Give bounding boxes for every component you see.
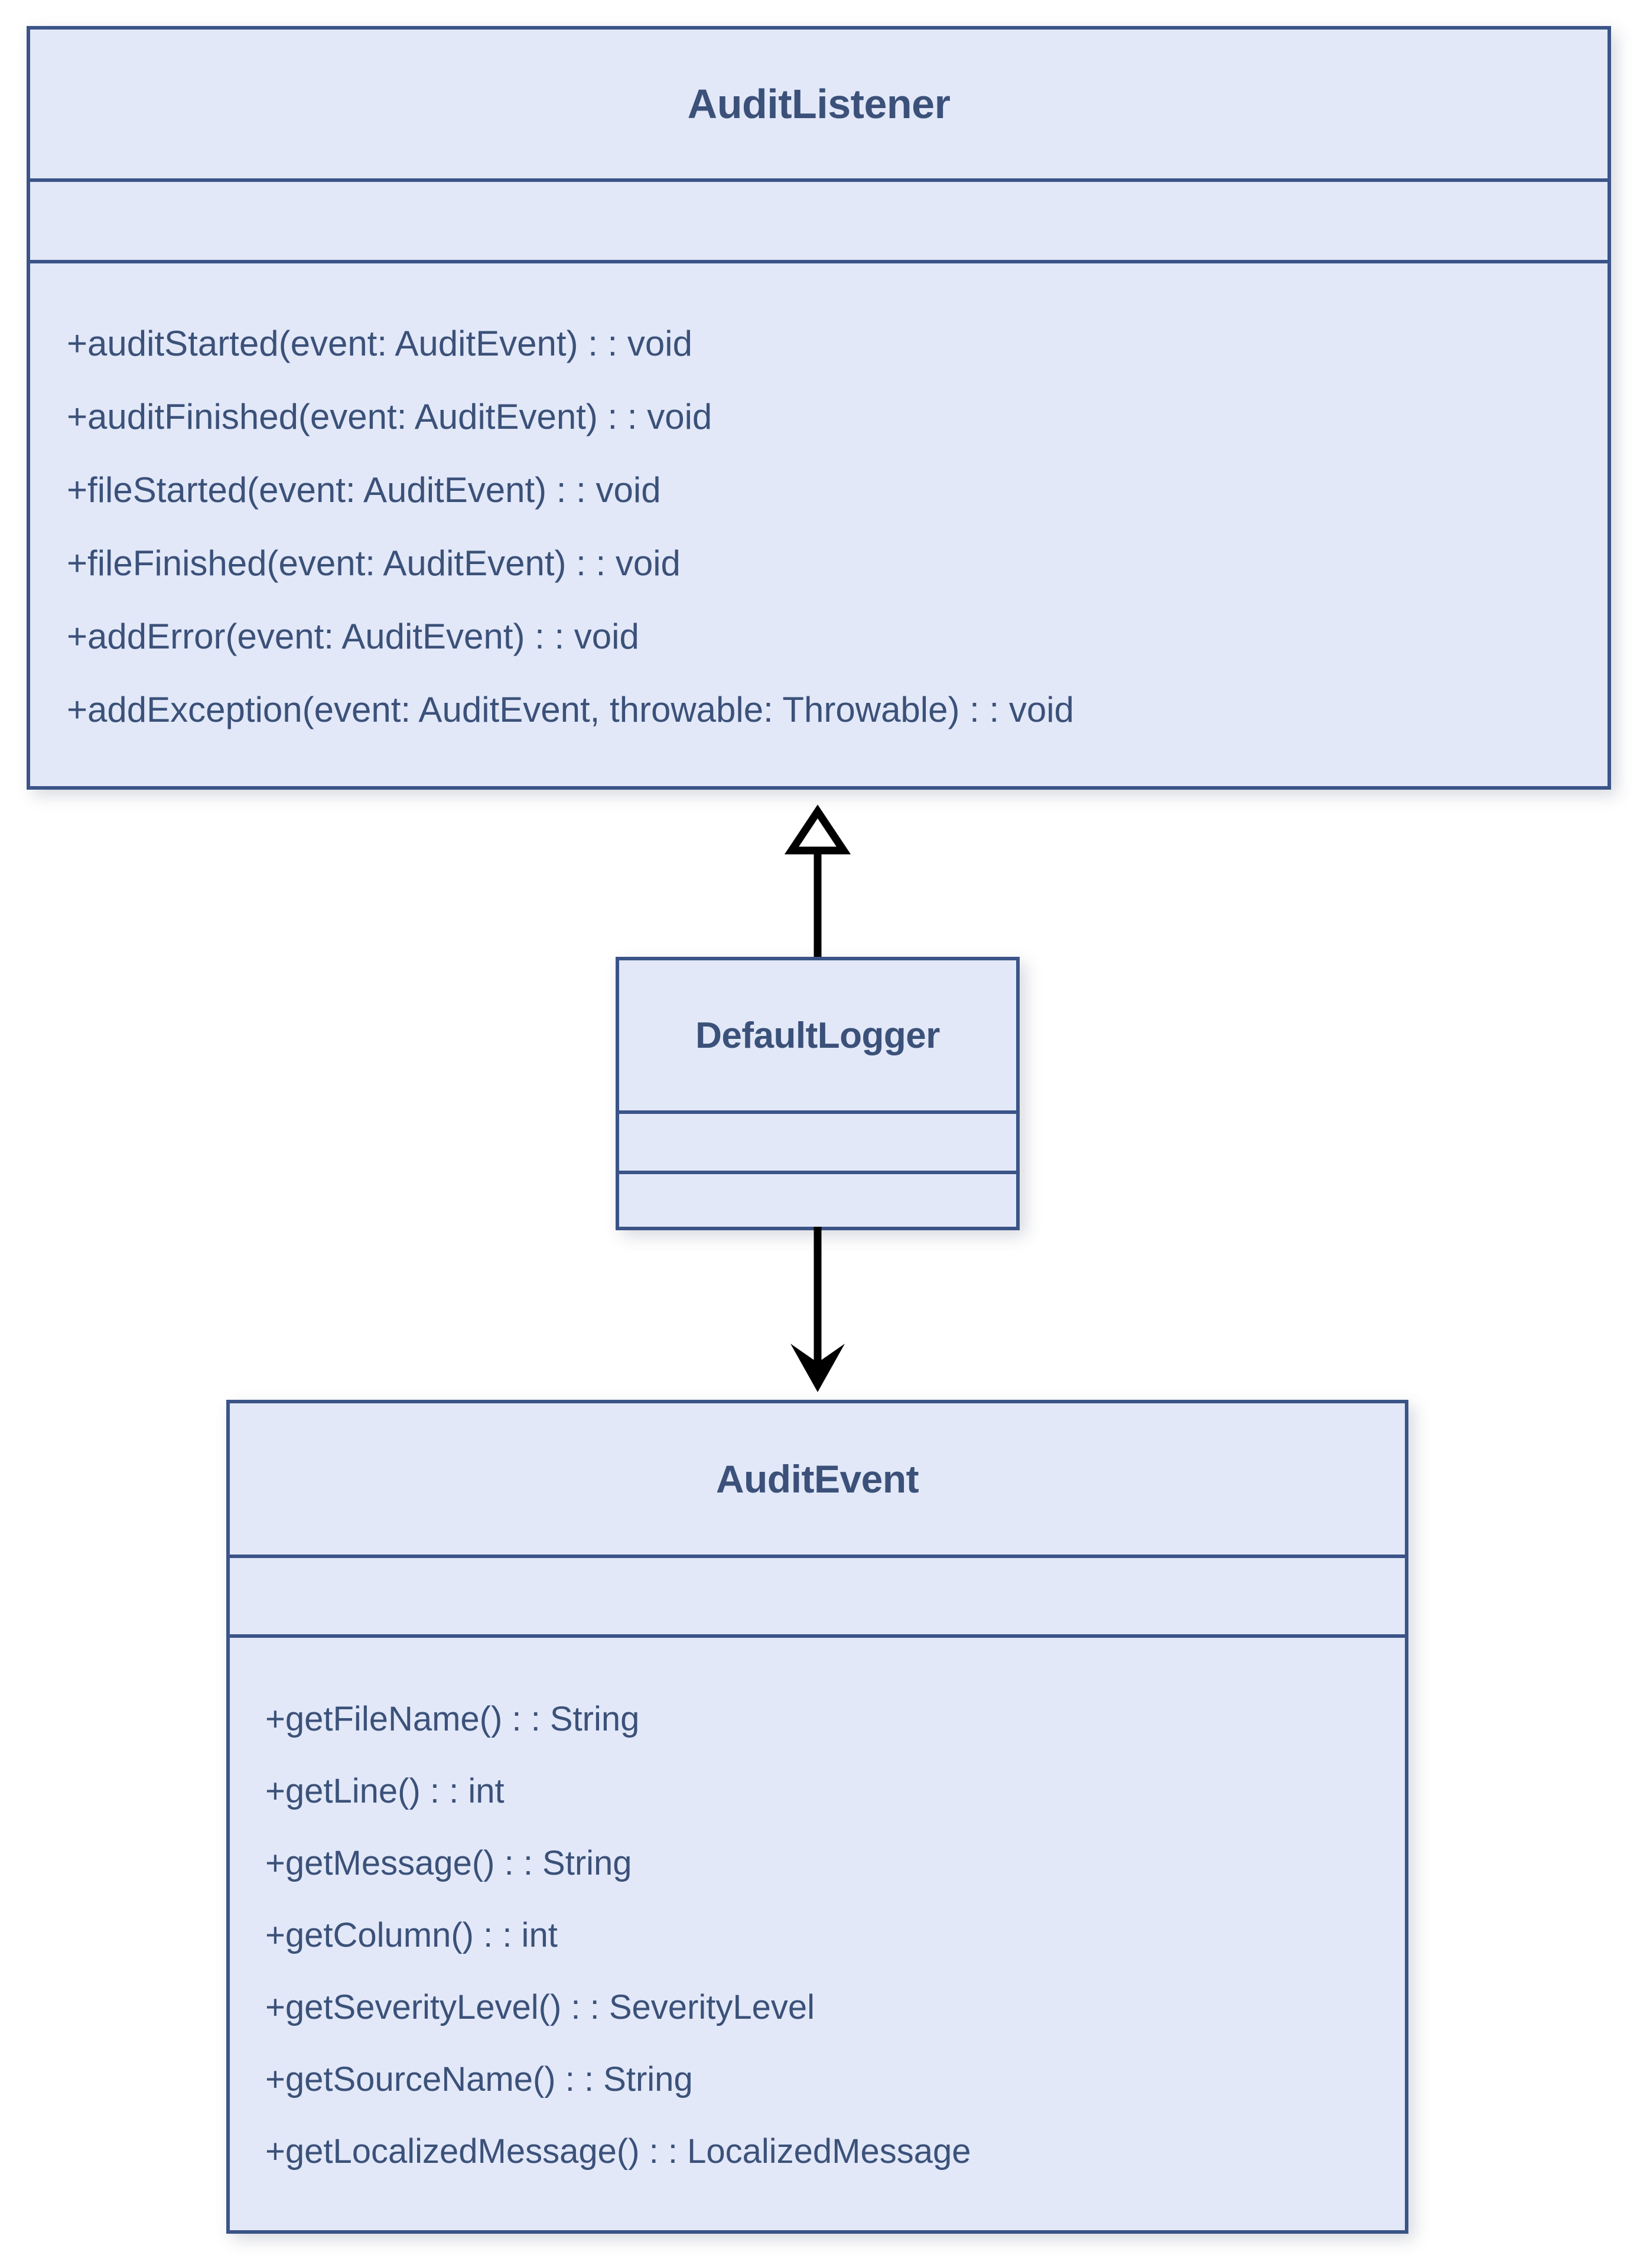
class-title-auditevent: AuditEvent: [715, 1457, 919, 1501]
class-operation: +auditStarted(event: AuditEvent) : : voi…: [67, 323, 692, 363]
solid-arrowhead-icon: [790, 1344, 845, 1392]
uml-class-defaultlogger[interactable]: DefaultLogger: [616, 957, 1020, 1230]
class-operation: +getSeverityLevel() : : SeverityLevel: [265, 1987, 815, 2026]
class-operations-compartment-defaultlogger: [619, 1171, 1016, 1227]
dependency-connector-defaultlogger-to-auditevent: [790, 1227, 845, 1392]
class-title-defaultlogger: DefaultLogger: [695, 1015, 940, 1056]
class-attributes-compartment-auditlistener: [30, 178, 1608, 260]
class-attributes-compartment-auditevent: [230, 1555, 1405, 1634]
hollow-triangle-arrowhead-icon: [784, 804, 851, 855]
class-operation: +getFileName() : : String: [265, 1699, 640, 1738]
class-operation: +fileFinished(event: AuditEvent) : : voi…: [67, 543, 681, 583]
class-title-auditlistener: AuditListener: [687, 81, 951, 127]
class-operation: +auditFinished(event: AuditEvent) : : vo…: [67, 396, 712, 436]
generalization-connector-defaultlogger-to-auditlistener: [784, 804, 851, 967]
class-operation: +getMessage() : : String: [265, 1843, 632, 1882]
class-operation: +getLine() : : int: [265, 1771, 505, 1810]
class-operation: +getSourceName() : : String: [265, 2060, 693, 2098]
class-attributes-compartment-defaultlogger: [619, 1110, 1016, 1171]
uml-class-auditevent[interactable]: AuditEvent +getFileName() : : String +ge…: [226, 1400, 1408, 2234]
class-operation: +fileStarted(event: AuditEvent) : : void: [67, 470, 661, 510]
class-operations-compartment-auditlistener: +auditStarted(event: AuditEvent) : : voi…: [30, 260, 1608, 786]
class-operations-compartment-auditevent: +getFileName() : : String +getLine() : :…: [230, 1634, 1405, 2230]
class-operation: +addError(event: AuditEvent) : : void: [67, 616, 639, 656]
uml-class-auditlistener[interactable]: AuditListener +auditStarted(event: Audit…: [27, 26, 1611, 790]
class-operation: +addException(event: AuditEvent, throwab…: [67, 689, 1074, 729]
class-operation: +getLocalizedMessage() : : LocalizedMess…: [265, 2132, 971, 2171]
class-operation: +getColumn() : : int: [265, 1915, 558, 1954]
